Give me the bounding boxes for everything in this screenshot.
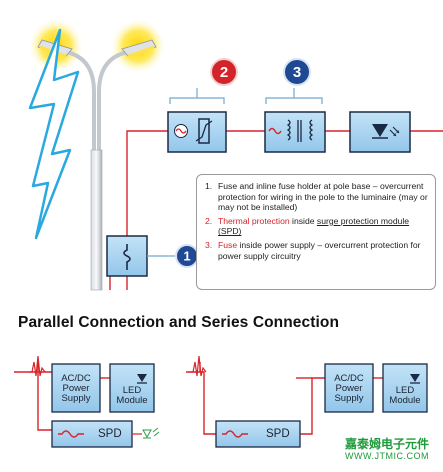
psu-label-left: AC/DC Power Supply <box>61 373 91 404</box>
note-item-2-text: Thermal protection inside surge protecti… <box>218 215 410 237</box>
surge-spike-icon-right <box>190 355 207 377</box>
led-icon-right <box>410 374 420 382</box>
right-lamp-head <box>121 39 157 58</box>
lightning-bolt-icon <box>28 28 80 240</box>
fuse-symbol-left <box>58 430 84 438</box>
watermark: 嘉泰姆电子元件 WWW.JTMIC.COM <box>332 437 442 462</box>
notes-panel: 1. Fuse and inline fuse holder at pole b… <box>196 174 436 290</box>
power-supply-box <box>264 111 326 153</box>
led-box-left <box>109 363 155 413</box>
street-light <box>28 18 166 291</box>
svg-text:3: 3 <box>293 64 301 81</box>
note-item-3-text: Fuse inside power supply – overcurrent p… <box>218 239 421 261</box>
callout-3: 3 <box>283 58 311 86</box>
transformer-icon <box>286 119 314 142</box>
surge-spike-icon <box>29 355 46 377</box>
watermark-url: WWW.JTMIC.COM <box>345 451 429 461</box>
ac-source-icon <box>175 128 187 134</box>
note-item-2: 2. Thermal protection inside surge prote… <box>205 216 429 237</box>
note-item-3: 3. Fuse inside power supply – overcurren… <box>205 240 429 261</box>
led-box-right <box>382 363 428 413</box>
led-module-box <box>349 111 411 153</box>
section-heading: Parallel Connection and Series Connectio… <box>18 314 340 331</box>
svg-text:2: 2 <box>220 64 228 81</box>
pole-fuse-box <box>106 235 176 277</box>
callout-brackets <box>169 88 323 104</box>
spd-label-right: SPD <box>266 428 290 440</box>
spd-box-right <box>215 420 301 448</box>
fuse-symbol-right <box>222 430 248 438</box>
led-label-right: LED Module <box>389 385 421 406</box>
fuse-symbol-icon <box>268 127 282 135</box>
lamp-pole <box>90 149 103 291</box>
note-item-1: 1. Fuse and inline fuse holder at pole b… <box>205 181 428 213</box>
varistor-icon <box>198 118 210 144</box>
spd-label-left: SPD <box>98 428 122 440</box>
status-led-icon <box>142 429 152 439</box>
psu-box-left <box>51 363 101 413</box>
psu-label-right: AC/DC Power Supply <box>334 373 364 404</box>
led-label-left: LED Module <box>116 385 148 406</box>
psu-box-right <box>324 363 374 413</box>
watermark-chinese: 嘉泰姆电子元件 <box>344 437 429 451</box>
callout-2: 2 <box>210 58 238 86</box>
led-diode-icon <box>372 124 388 137</box>
series-connection-diagram <box>186 355 428 448</box>
svg-text:1: 1 <box>183 249 190 264</box>
note-item-1-text: Fuse and inline fuse holder at pole base… <box>218 181 428 213</box>
parallel-connection-diagram <box>14 355 160 448</box>
callout-1: 1 <box>175 244 199 268</box>
spd-thermal-box <box>167 111 227 153</box>
led-icon-left <box>137 374 147 382</box>
spd-box-left <box>51 420 133 448</box>
fuse-icon <box>123 244 131 270</box>
